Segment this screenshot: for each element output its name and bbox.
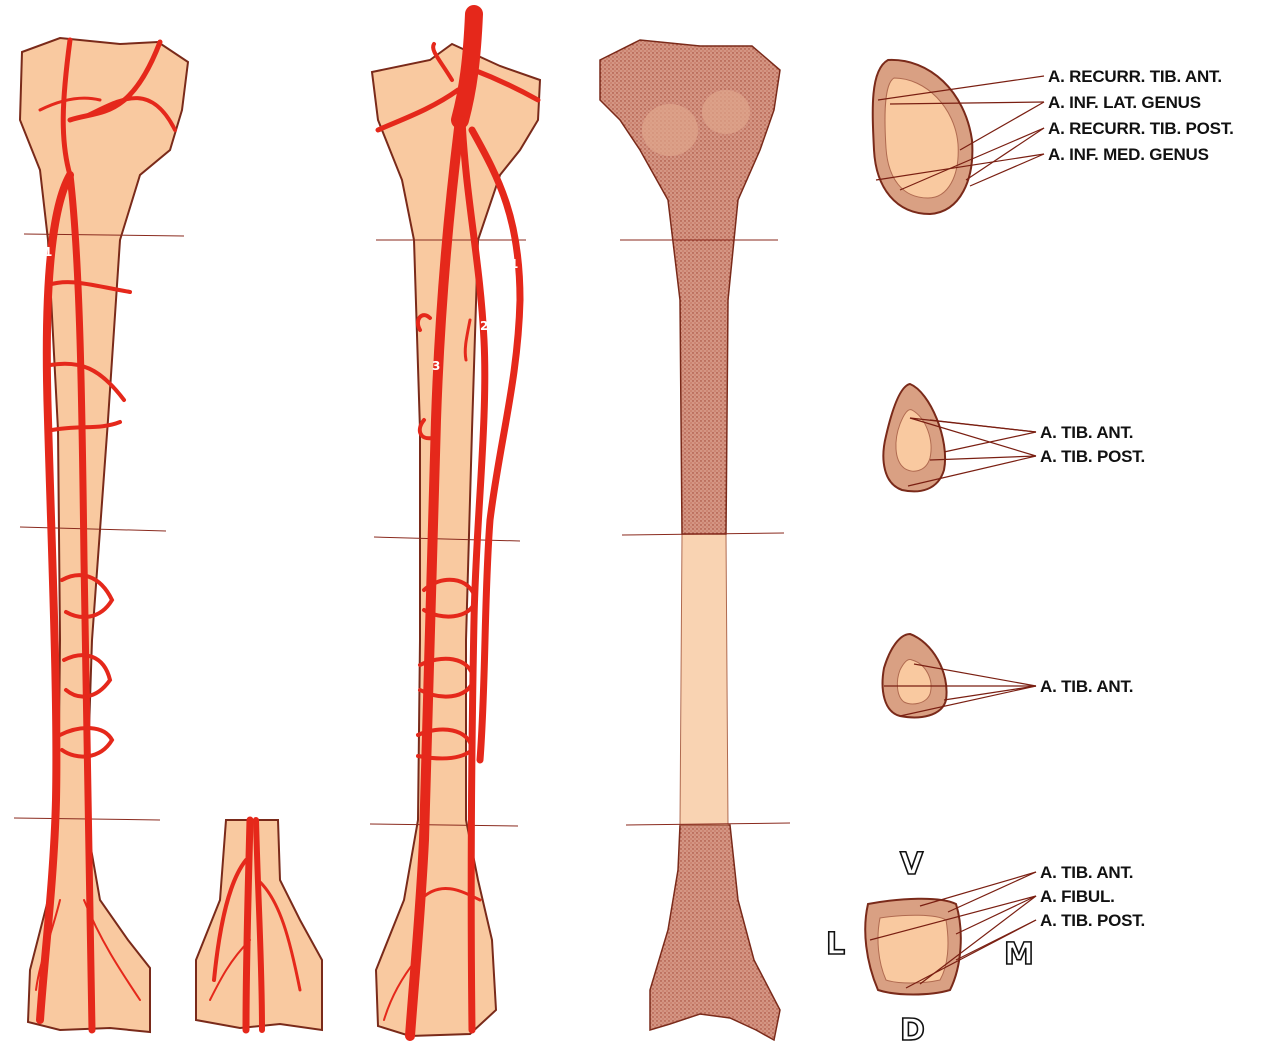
tibia-anterior-view: 1 bbox=[14, 38, 188, 1032]
cross-section-lower-third: A. TIB. ANT. bbox=[883, 634, 1134, 717]
tibia-density-bone-lower-dark bbox=[650, 825, 780, 1040]
section-1-label: A. INF. LAT. GENUS bbox=[1048, 93, 1201, 112]
section-1-label: A. RECURR. TIB. POST. bbox=[1048, 119, 1234, 138]
popliteal-artery bbox=[460, 14, 474, 120]
section-3-label: A. TIB. ANT. bbox=[1040, 677, 1133, 696]
orientation-ventral: V bbox=[900, 847, 924, 882]
density-condyle-light bbox=[702, 90, 750, 134]
section-4-label: A. TIB. ANT. bbox=[1040, 863, 1133, 882]
cross-section-proximal: A. RECURR. TIB. ANT. A. INF. LAT. GENUS … bbox=[873, 60, 1234, 214]
section-medulla bbox=[878, 915, 948, 983]
section-4-label: A. TIB. POST. bbox=[1040, 911, 1145, 930]
orientation-dorsal: D bbox=[900, 1013, 925, 1047]
density-condyle-light bbox=[642, 104, 698, 156]
orientation-lateral: L bbox=[826, 927, 845, 962]
tibia-posterior-view: 1 2 3 bbox=[370, 14, 540, 1036]
section-1-label: A. INF. MED. GENUS bbox=[1048, 145, 1209, 164]
section-2-label: A. TIB. ANT. bbox=[1040, 423, 1133, 442]
tibia-density-bone-middle-light bbox=[680, 534, 728, 825]
tibia-anterior-bone bbox=[20, 38, 188, 1032]
orientation-medial: M bbox=[1004, 937, 1034, 972]
cross-section-distal: A. TIB. ANT. A. FIBUL. A. TIB. POST. V D… bbox=[826, 847, 1145, 1047]
cross-section-upper-third: A. TIB. ANT. A. TIB. POST. bbox=[883, 384, 1145, 491]
vessel-number-2: 2 bbox=[480, 319, 488, 333]
tibia-density-view bbox=[600, 40, 790, 1040]
vessel-number-1-posterior: 1 bbox=[510, 257, 518, 271]
section-2-label: A. TIB. POST. bbox=[1040, 447, 1145, 466]
tibia-distal-fragment bbox=[196, 820, 322, 1030]
vessel-number-1: 1 bbox=[44, 245, 52, 259]
section-4-label: A. FIBUL. bbox=[1040, 887, 1115, 906]
distal-artery bbox=[246, 820, 250, 1030]
vessel-number-3: 3 bbox=[432, 359, 440, 373]
section-1-label: A. RECURR. TIB. ANT. bbox=[1048, 67, 1222, 86]
